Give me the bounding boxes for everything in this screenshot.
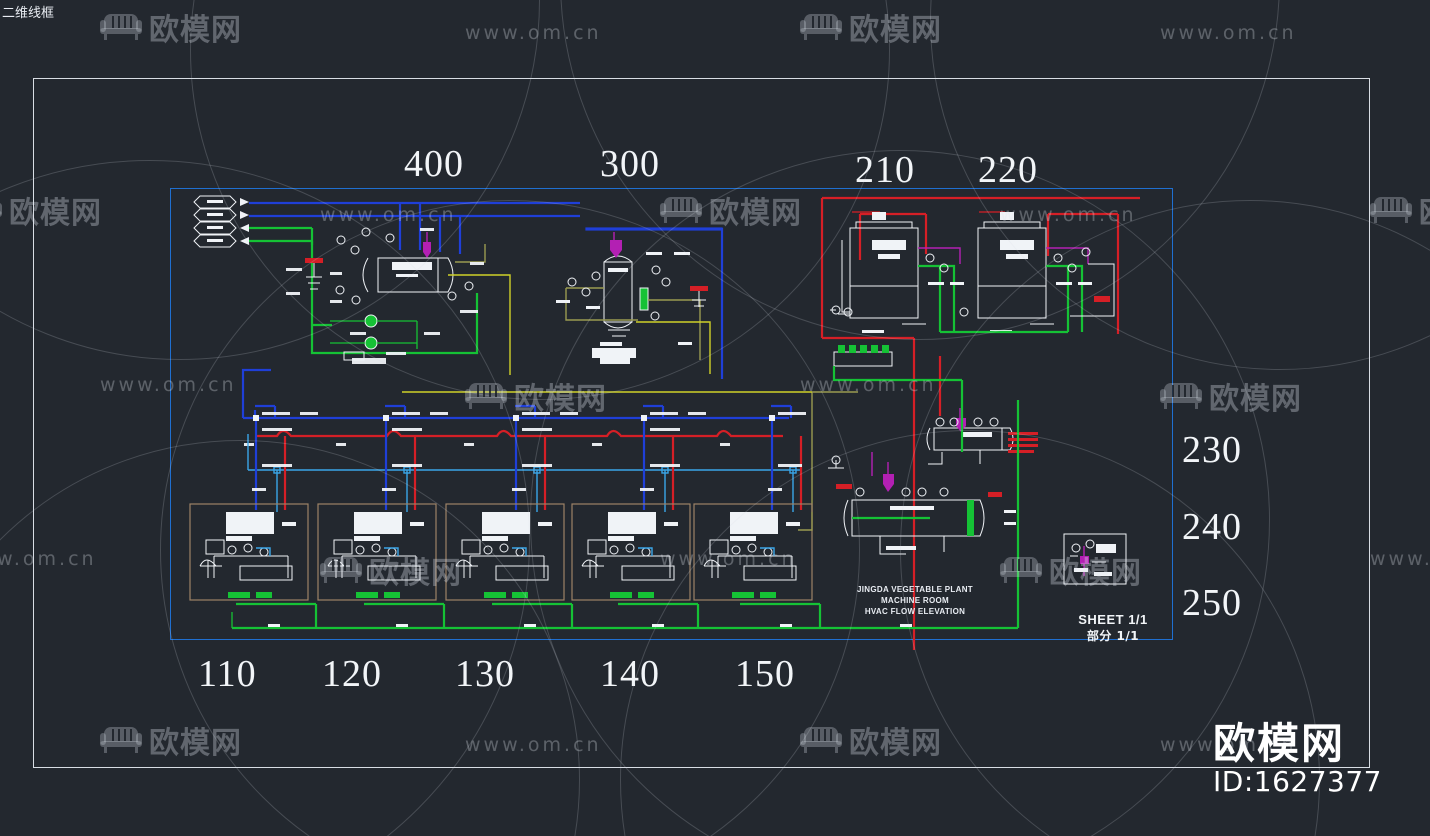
viewport-style-label: 二维线框 <box>2 6 55 21</box>
title-block: JINGDA VEGETABLE PLANT MACHINE ROOM HVAC… <box>855 585 975 617</box>
chiller-module-110 <box>189 503 309 601</box>
equipment-tag-250: 250 <box>1182 582 1242 624</box>
bottom-green-main <box>231 602 1020 630</box>
brand-id: ID:1627377 <box>1213 764 1382 798</box>
exchanger-230 <box>926 427 1038 453</box>
equipment-tag-400: 400 <box>404 143 464 185</box>
chiller-module-120 <box>317 503 437 601</box>
detail-box-250 <box>1063 533 1127 585</box>
zone-400-group <box>193 195 580 375</box>
chiller-modules-group <box>189 503 813 601</box>
drawing-inner-frame <box>170 188 1173 640</box>
title-block-line1: JINGDA VEGETABLE PLANT <box>857 585 973 594</box>
tank-220 <box>977 212 1047 319</box>
zone-210-220-group <box>820 196 1140 338</box>
chiller-module-140 <box>571 503 691 601</box>
manifold-unit <box>832 345 904 382</box>
chiller-module-150 <box>693 503 813 601</box>
drawing-outer-frame <box>33 78 1370 768</box>
equipment-tag-300: 300 <box>600 143 660 185</box>
equipment-tag-230: 230 <box>1182 429 1242 471</box>
vessel-300 <box>603 255 633 329</box>
brand-name: 欧模网 <box>1213 718 1346 768</box>
exchanger-240 <box>843 499 985 537</box>
equipment-tag-210: 210 <box>855 149 915 191</box>
sheet-part: 部分 1/1 <box>1086 629 1140 643</box>
tank-210 <box>849 212 919 319</box>
equipment-tag-110: 110 <box>198 653 257 695</box>
equipment-tag-130: 130 <box>455 653 515 695</box>
sheet-block: SHEET 1/1 部分 1/1 <box>1058 612 1168 644</box>
title-block-line2: MACHINE ROOM <box>880 595 950 605</box>
equipment-tag-220: 220 <box>978 149 1038 191</box>
brand-block: 欧模网 ID:1627377 <box>1213 718 1382 798</box>
equipment-tag-240: 240 <box>1182 506 1242 548</box>
vessel-400 <box>362 257 454 293</box>
chiller-module-130 <box>445 503 565 601</box>
equipment-tag-140: 140 <box>600 653 660 695</box>
equipment-tag-150: 150 <box>735 653 795 695</box>
zone-230-240-group <box>402 345 1038 650</box>
distribution-headers <box>241 368 806 512</box>
zone-300-group <box>556 227 724 379</box>
equipment-tag-120: 120 <box>322 653 382 695</box>
title-block-line3: HVAC FLOW ELEVATION <box>864 606 966 616</box>
inlet-tag-group <box>193 195 249 248</box>
sheet-number: SHEET 1/1 <box>1078 612 1148 627</box>
